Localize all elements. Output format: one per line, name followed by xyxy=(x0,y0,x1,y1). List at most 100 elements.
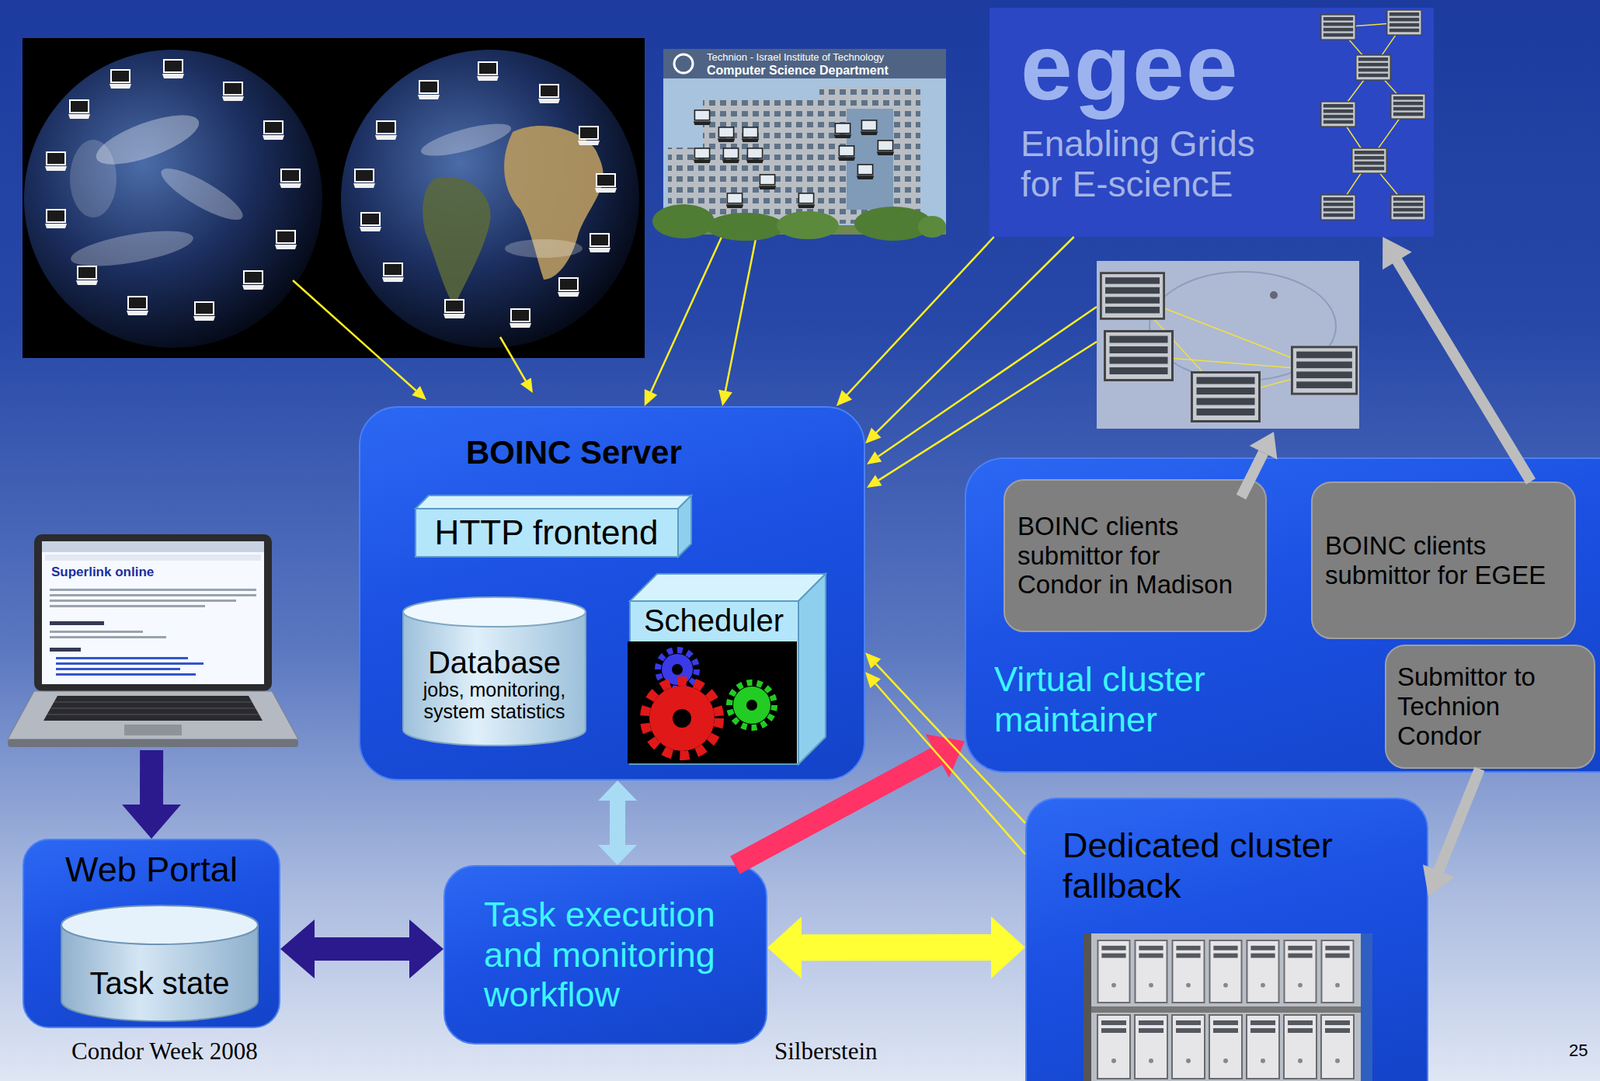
globe-illustration xyxy=(22,38,645,359)
box-label: HTTP frontend xyxy=(434,514,659,552)
connector-line xyxy=(724,234,757,394)
globe-illustration xyxy=(162,59,185,79)
header-text: Computer Science Department xyxy=(706,63,889,78)
gear-picture xyxy=(746,699,758,711)
server-box: BOINC ServerHTTP frontendDatabasejobs, m… xyxy=(358,406,866,781)
box-label: Submittor to Technion Condor xyxy=(1397,662,1580,752)
grid-network xyxy=(1321,101,1356,127)
submittor-box: Submittor to Technion Condor xyxy=(1384,644,1596,769)
connector-arrow xyxy=(1422,768,1480,898)
cluster-box: Virtual cluster maintainer BOINC clients … xyxy=(964,457,1600,773)
building-photo xyxy=(726,193,744,209)
building-photo xyxy=(663,48,947,79)
building-photo xyxy=(722,148,740,164)
grid-network xyxy=(1373,67,1409,107)
gear-picture xyxy=(733,686,771,724)
frontend-box: HTTP frontend xyxy=(414,494,693,558)
laptop-illustration xyxy=(49,588,257,639)
globe-illustration xyxy=(274,230,297,250)
grid-network xyxy=(1338,22,1409,208)
building-photo xyxy=(741,127,759,143)
arrow-head xyxy=(767,916,802,979)
globe-illustration xyxy=(588,233,611,253)
cylinder-top xyxy=(61,905,258,945)
connector-line xyxy=(874,662,1026,824)
arrow-head xyxy=(598,780,637,801)
globe-illustration xyxy=(504,125,604,280)
store-detail: jobs, monitoring, system statistics xyxy=(410,679,578,723)
laptop-illustration xyxy=(47,714,259,716)
grid-network xyxy=(1321,14,1356,40)
rack-photo xyxy=(1210,940,1242,1003)
box-side xyxy=(798,573,826,765)
arrow-head xyxy=(1382,236,1413,270)
connector-line xyxy=(734,754,942,866)
box-top xyxy=(629,573,826,602)
gear-picture xyxy=(661,653,693,686)
submit-arrow xyxy=(1241,431,1278,498)
rack-photo xyxy=(1134,1015,1168,1079)
cluster-image xyxy=(1105,331,1173,381)
grid-network xyxy=(1338,27,1374,68)
connector-arrow xyxy=(644,234,724,407)
building-photo xyxy=(663,225,947,235)
arrow-head xyxy=(280,919,315,979)
connector-line xyxy=(609,797,626,849)
grid-network xyxy=(1321,194,1356,220)
cylinder-body xyxy=(403,612,586,746)
arrow-head xyxy=(121,804,181,839)
grid-network xyxy=(1369,106,1409,161)
arrow-head xyxy=(718,389,733,407)
connector-line xyxy=(1436,768,1480,875)
box-heading: Dedicated cluster fallback xyxy=(1062,825,1389,907)
cluster-image xyxy=(1096,260,1360,429)
cluster-image xyxy=(1291,347,1357,394)
globe-illustration xyxy=(262,121,285,140)
globe-illustration xyxy=(504,239,583,258)
connector-line xyxy=(873,681,1026,855)
rack-photo xyxy=(1283,1015,1317,1079)
connector-arrow xyxy=(598,780,637,866)
laptop-illustration xyxy=(49,588,257,592)
connector-line xyxy=(139,750,164,811)
globe-illustration xyxy=(69,139,117,218)
cluster-image xyxy=(1132,295,1226,397)
globe-illustration xyxy=(155,160,249,229)
grid-network xyxy=(1373,22,1405,68)
gear-picture xyxy=(627,641,797,764)
cluster-image xyxy=(1100,273,1164,320)
leader-arrow xyxy=(411,386,427,400)
laptop-illustration xyxy=(7,739,299,748)
grid-network xyxy=(1369,160,1409,208)
box-top xyxy=(415,495,692,509)
leader-arrow xyxy=(500,337,526,382)
workflow-box: Task execution and monitoring workflow xyxy=(443,865,768,1045)
grid-network xyxy=(1321,10,1426,220)
portal-box: Web PortalTask state xyxy=(22,838,281,1029)
globe-illustration xyxy=(126,296,149,316)
gear-picture xyxy=(627,641,797,764)
arrow-head xyxy=(925,733,965,778)
grid-network xyxy=(1338,160,1370,208)
logo-text: egee xyxy=(1020,20,1240,114)
gear-picture xyxy=(671,664,683,675)
submittor-box: BOINC clients submittor for Condor in Ma… xyxy=(1003,479,1267,633)
rack-photo xyxy=(1321,940,1354,1003)
building-photo xyxy=(667,147,707,224)
globe-illustration xyxy=(476,62,499,81)
logo-text: Enabling Grids for E-sciencE xyxy=(1020,124,1285,205)
building-photo xyxy=(860,120,878,136)
box-heading: Virtual cluster maintainer xyxy=(994,659,1251,741)
connector-arrow xyxy=(767,916,1026,979)
state-cylinder: Task state xyxy=(60,904,259,1023)
photo-panel: Technion - Israel Institute of Technolog… xyxy=(663,48,947,235)
leader-arrow xyxy=(866,475,883,488)
connector-arrow xyxy=(718,234,757,407)
laptop-illustration xyxy=(54,702,252,703)
gear-picture xyxy=(672,709,692,728)
connector-arrow xyxy=(865,236,1075,444)
globe-illustration xyxy=(509,309,532,328)
box-3d-outline xyxy=(629,573,827,766)
connector-arrow xyxy=(865,652,1026,824)
